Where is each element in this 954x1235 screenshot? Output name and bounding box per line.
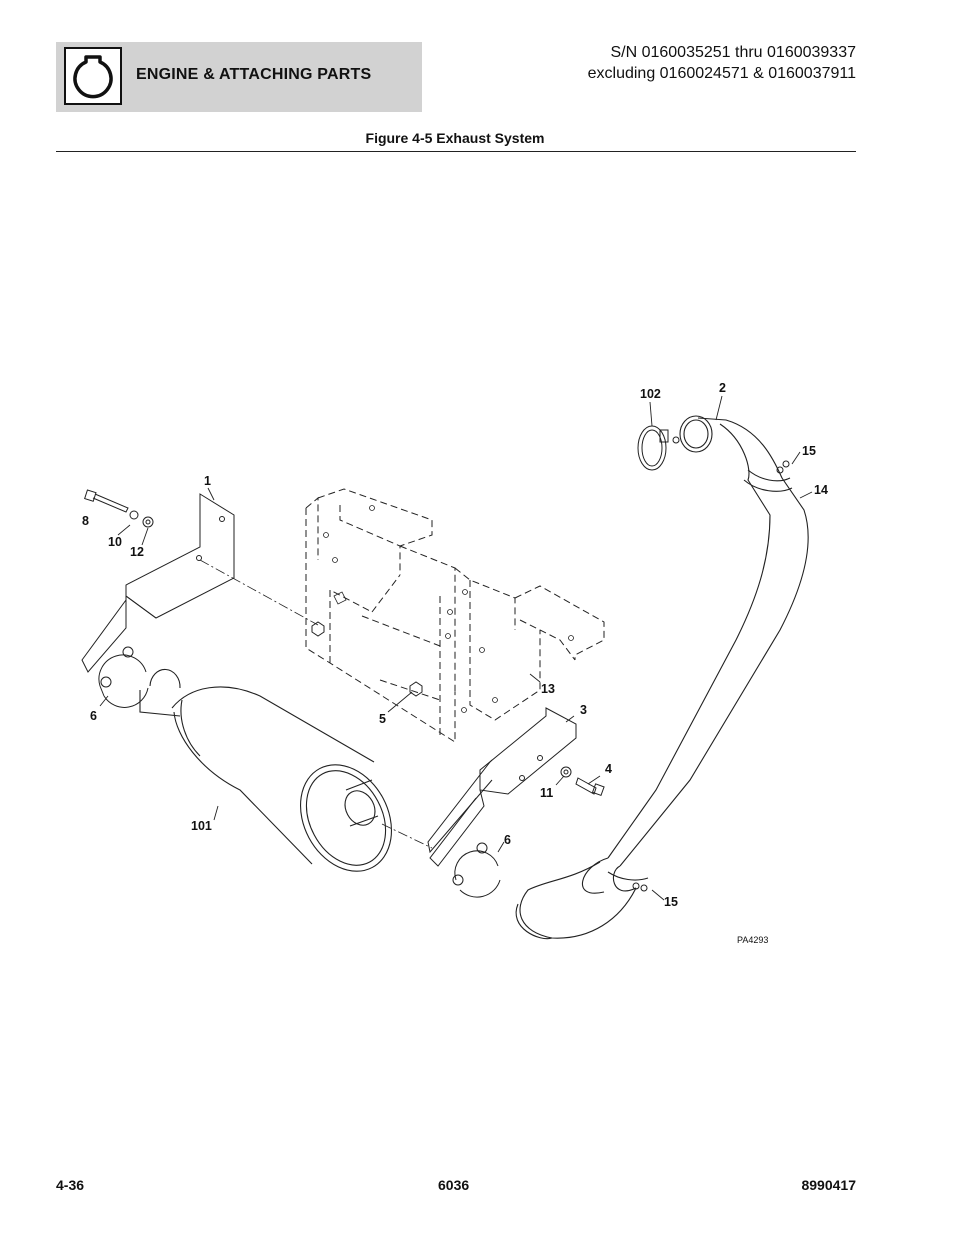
vband-clamp <box>637 425 680 471</box>
leader-lines <box>99 395 813 901</box>
hose-clamp-lower <box>632 882 648 892</box>
callout-15-lower: 15 <box>664 895 678 909</box>
nut-5 <box>409 681 423 697</box>
callout-8: 8 <box>82 514 89 528</box>
nut-small-top <box>311 621 325 637</box>
hose-clamp-upper <box>776 460 790 474</box>
engine-icon <box>64 47 122 105</box>
header-divider <box>56 151 856 152</box>
figure-title: Figure 4-5 Exhaust System <box>365 130 545 146</box>
callout-4: 4 <box>605 762 612 776</box>
callout-1: 1 <box>204 474 211 488</box>
page-number: 4-36 <box>56 1177 85 1193</box>
callout-6-left: 6 <box>90 709 97 723</box>
clamp-right <box>452 842 501 898</box>
section-title: ENGINE & ATTACHING PARTS <box>136 66 372 83</box>
callout-14: 14 <box>814 483 828 497</box>
frame-bracket <box>305 488 605 743</box>
callout-102: 102 <box>640 387 661 401</box>
tailpipe <box>515 415 809 940</box>
drawing-code: PA4293 <box>737 935 768 945</box>
bolt-4 <box>560 766 605 797</box>
section-header: ENGINE & ATTACHING PARTS <box>56 42 422 112</box>
hanger-bracket-left <box>81 493 235 673</box>
clamp-left <box>98 646 149 708</box>
muffler <box>139 668 393 872</box>
serial-range: S/N 0160035251 thru 0160039337 excluding… <box>588 42 856 84</box>
callout-11: 11 <box>540 786 553 800</box>
bolt-8 <box>84 489 154 528</box>
model-number: 6036 <box>438 1177 470 1193</box>
callout-15-upper: 15 <box>802 444 816 458</box>
callout-5: 5 <box>379 712 386 726</box>
serial-line-1: S/N 0160035251 thru 0160039337 <box>610 44 856 61</box>
callout-10: 10 <box>108 535 122 549</box>
callout-2: 2 <box>719 381 726 395</box>
callout-101: 101 <box>191 819 212 833</box>
callout-12: 12 <box>130 545 144 559</box>
callout-3: 3 <box>580 703 587 717</box>
callout-13: 13 <box>541 682 555 696</box>
hanger-bracket-right <box>427 707 577 867</box>
serial-line-2: excluding 0160024571 & 0160037911 <box>587 65 856 82</box>
callout-6-right: 6 <box>504 833 511 847</box>
manual-number: 8990417 <box>801 1177 856 1193</box>
frame-holes <box>323 505 574 713</box>
